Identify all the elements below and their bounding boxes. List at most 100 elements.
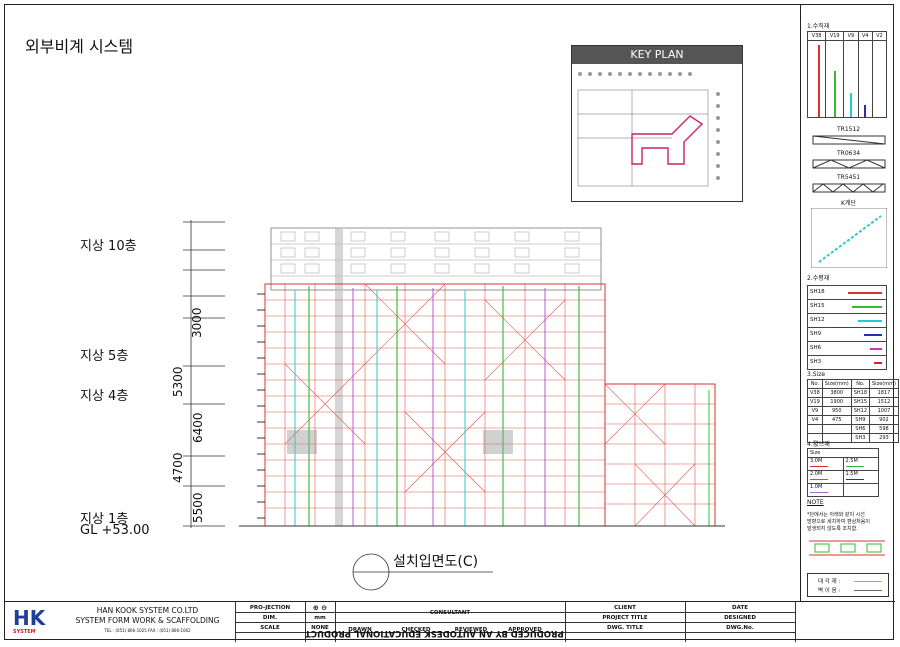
elevation-label: 설치입면도(C) (393, 554, 479, 570)
horizontal-name: SH6 (810, 345, 822, 351)
dim-label: DIM. (262, 615, 278, 621)
size-cell: V9 (807, 406, 823, 416)
drawn-label: DRAWN (348, 627, 372, 633)
size-cell: SH9 (850, 415, 871, 425)
consultant-label: CONSULTANT (429, 610, 471, 616)
sign-wall: 벽 이 음 : (818, 588, 841, 594)
section-marker (352, 553, 493, 591)
size-cell: 1512 (869, 397, 899, 407)
sign-diagonal: 대 각 재 : (818, 579, 841, 585)
horizontal-swatch (874, 362, 882, 364)
educational-watermark: PRODUCED BY AN AUTODESK EDUCATIONAL PROD… (305, 628, 564, 638)
projection-symbol: ⊕ ⊖ (312, 604, 328, 612)
approved-label: APPROVED (508, 627, 542, 633)
legend-size-title: 3.Size (807, 371, 826, 378)
project-title-label: PROJECT TITLE (602, 615, 648, 621)
size-cell: V4 (807, 415, 823, 425)
key-plan-drawing (577, 72, 720, 187)
brace-1m-swatch (810, 492, 828, 493)
note-line-1: *단에서는 아래와 같이 시선 (807, 512, 865, 518)
size-cell: 1900 (821, 397, 852, 407)
reviewed-label: REVIEWED (454, 627, 488, 633)
size-cell: 293 (869, 433, 899, 443)
horizontal-name: SH15 (810, 303, 825, 309)
drawing-title: 외부비계 시스템 (25, 37, 134, 56)
horizontal-item: SH9 (807, 328, 887, 342)
size-cell: SH3 (850, 433, 871, 443)
dim-6400: 6400 (191, 412, 205, 443)
size-cell: 902 (869, 415, 899, 425)
horizontal-name: SH3 (810, 359, 822, 365)
scaffold-elevation (183, 220, 725, 528)
horizontal-swatch (848, 292, 882, 294)
size-cell: V19 (807, 397, 823, 407)
size-cell: SH6 (850, 424, 871, 434)
logo-sub: SYSTEM (13, 629, 36, 635)
legend-vertical-title: 1.수직재 (807, 23, 830, 30)
horizontal-swatch (852, 306, 882, 308)
logo-mark: HK (13, 606, 46, 630)
horizontal-name: SH9 (810, 331, 822, 337)
horizontal-swatch (870, 348, 882, 350)
signature-box: 대 각 재 : 벽 이 음 : (807, 573, 889, 597)
brace-3m-swatch (810, 466, 828, 467)
vertical-table: V38 V19 V9 V4 V2 (806, 31, 888, 118)
col-v9: V9 (843, 31, 859, 41)
legend-brace-title: 4.發브재 (807, 441, 830, 448)
dwg-title-label: DWG. TITLE (607, 625, 643, 631)
note-line-2: 방향으로 세치하여 편상처음이 (807, 519, 870, 525)
brace-size-head: Size (807, 448, 879, 458)
dim-value: mm (314, 615, 326, 621)
truss-tr5451: TR5451 (837, 174, 861, 181)
scale-label: SCALE (260, 625, 280, 631)
brace-icon (811, 208, 887, 268)
size-cell: SH12 (850, 406, 871, 416)
size-cell (821, 424, 852, 434)
key-plan-title: KEY PLAN (572, 46, 742, 64)
col-v38: V38 (806, 31, 827, 41)
size-head-cell: No. (850, 379, 871, 389)
dim-5500: 5500 (191, 492, 205, 523)
size-cell: 1817 (869, 388, 899, 398)
brace-15m-swatch (845, 479, 864, 480)
horizontal-swatch (864, 334, 882, 336)
note-line-3: 발생되지 않도록 조치함. (807, 526, 858, 532)
brace-15m: 1.5M (845, 471, 858, 477)
drawing-sheet: 외부비계 시스템 지상 10층 지상 5층 지상 4층 지상 1층 GL +53… (4, 4, 899, 642)
brace-3m: 3.0M (810, 458, 823, 464)
brace-2m-swatch (810, 479, 828, 480)
company-subtitle: SYSTEM FORM WORK & SCAFFOLDING (75, 616, 220, 625)
scale-value: NONE (311, 625, 329, 631)
size-cell (807, 424, 823, 434)
company-name: HAN KOOK SYSTEM CO.LTD (96, 606, 199, 615)
horizontal-item: SH15 (807, 300, 887, 314)
horizontal-item: SH3 (807, 356, 887, 370)
sign-wall-line (854, 590, 882, 591)
truss-tr5451-icon (812, 183, 886, 193)
truss-tr1512: TR1512 (837, 126, 861, 133)
client-label: CLIENT (614, 605, 636, 611)
legend-panel: 1.수직재 V38 V19 V9 V4 V2 TR1512 TR0634 TR5… (800, 5, 899, 601)
vertical-members (818, 45, 866, 117)
horizontal-swatch (858, 320, 882, 322)
brace-2m: 2.0M (810, 471, 823, 477)
col-v19: V19 (825, 31, 845, 41)
brace-1m: 1.0M (810, 484, 823, 490)
projection-label: PRO-JECTION (249, 605, 291, 611)
dim-4700: 4700 (171, 452, 185, 483)
truss-tr0634-icon (812, 159, 886, 169)
dim-3000: 3000 (190, 307, 204, 338)
dim-5300: 5300 (171, 366, 185, 397)
checked-label: CHECKED (401, 627, 431, 633)
key-plan: KEY PLAN (571, 45, 743, 202)
size-head-cell: Size(mm) (869, 379, 899, 389)
level-label-5f: 지상 5층 (80, 349, 129, 364)
horizontal-item: SH18 (807, 285, 887, 300)
size-head-cell: Size(mm) (821, 379, 852, 389)
company-contact: TEL : (051) 866-1025 FAX : (051) 866-106… (104, 628, 191, 633)
col-v4: V4 (857, 31, 873, 41)
dwg-no-label: DWG.No. (726, 625, 754, 631)
note-title: NOTE (807, 499, 824, 506)
